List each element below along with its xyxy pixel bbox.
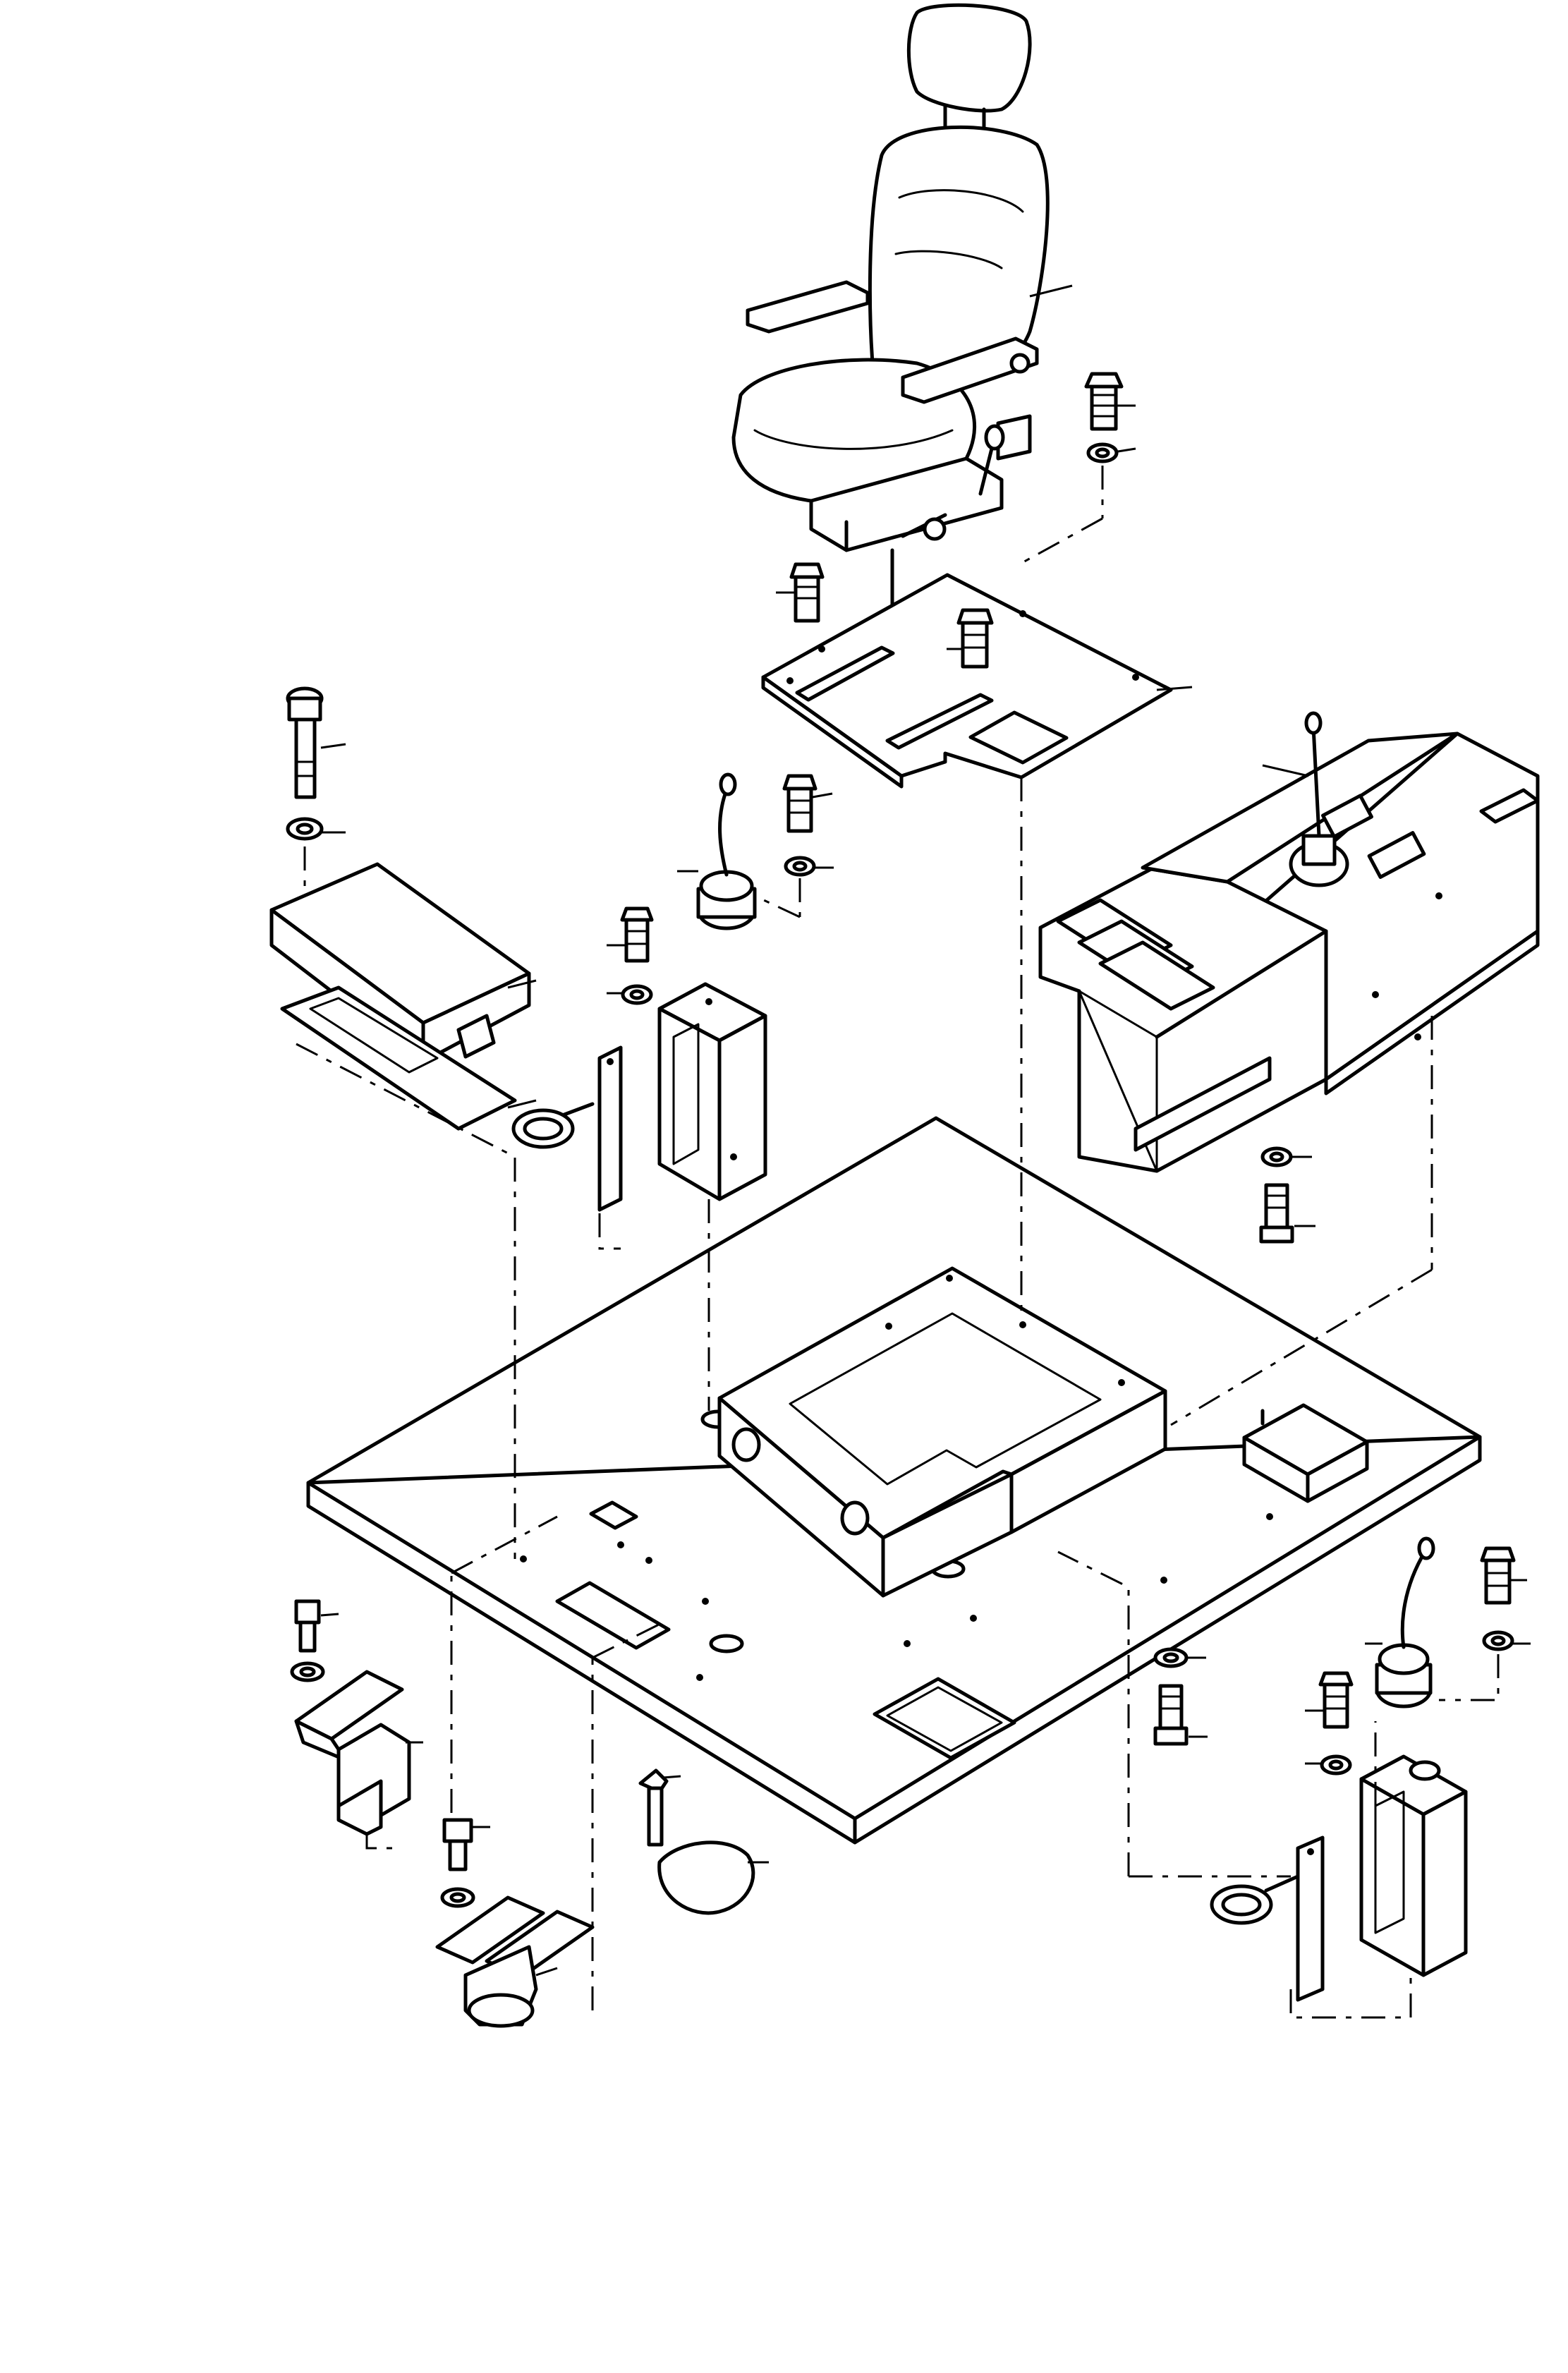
console-bolt [1259,1183,1315,1244]
seat-pedestal-box [717,1266,1167,1598]
floor-cover-plate [638,1768,769,1915]
floor-cutout-pedal-left [589,1500,638,1530]
left-joystick [677,772,757,930]
floor-bolt-right [1153,1647,1208,1746]
right-console [1038,711,1540,1173]
floor-cutout-pedal-center [555,1581,671,1650]
left-joystick-bolt [782,774,834,877]
right-side-panel [1296,1835,1325,2002]
right-joystick-bolt [1480,1546,1531,1651]
operator-seat [731,3,1073,552]
seat-bolt-upper-right [1084,372,1136,431]
console-washer [1260,1146,1312,1167]
left-bolt-housing [607,906,654,1005]
pedal-bolt-lower [440,1818,490,1908]
seat-bolt-center [947,608,994,669]
pedal-washer-upper [290,1661,325,1682]
seat-bolt-left [776,562,825,623]
right-control-housing [1359,1754,1468,1977]
left-mat [280,985,537,1131]
floor-cutout-front [873,1677,1016,1760]
floor-storage-tray [1242,1403,1369,1503]
pedal-bolt-upper [294,1599,339,1653]
left-control-housing [657,982,767,1201]
pedal-double [435,1895,595,2028]
right-bolt-housing [1305,1671,1354,1776]
right-joystick [1365,1536,1435,1709]
pedal-single [294,1670,423,1836]
left-key [511,1102,595,1149]
left-side-panel [597,1045,623,1212]
right-key [1210,1874,1300,1925]
left-washer [286,817,346,841]
seat-mounting-plate [761,573,1193,789]
left-long-bolt [286,686,346,799]
seat-washer-upper-right [1086,442,1136,463]
